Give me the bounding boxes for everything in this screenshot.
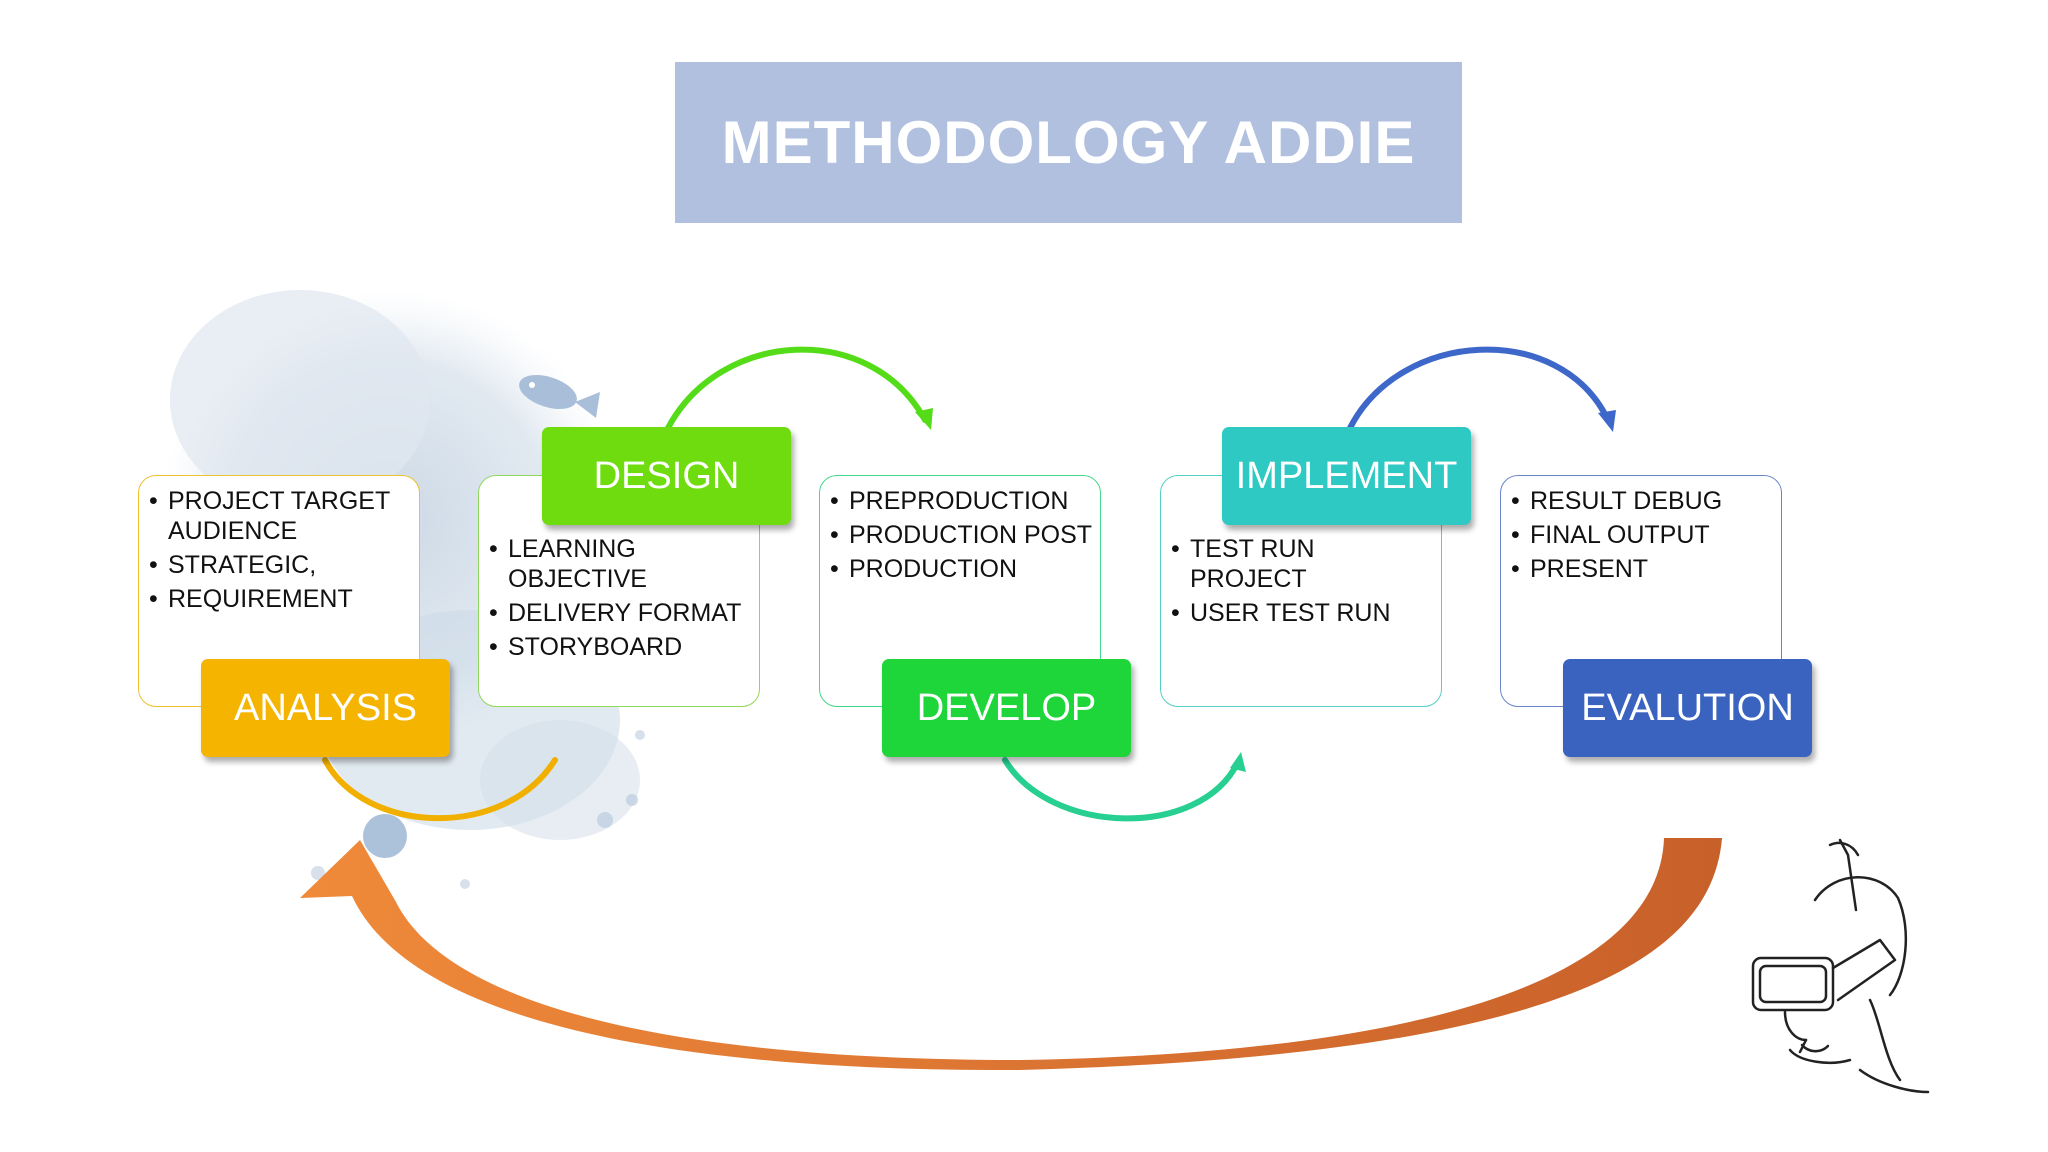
arc-analysis-design — [322, 757, 558, 822]
evalution-list: RESULT DEBUG FINAL OUTPUT PRESENT — [1511, 486, 1775, 588]
list-item: LEARNING OBJECTIVE — [489, 534, 753, 594]
arc-implement-evalution-arrowhead — [1598, 410, 1616, 432]
return-arrow — [300, 838, 1722, 1071]
list-item: STORYBOARD — [489, 632, 753, 662]
list-item: USER TEST RUN — [1171, 598, 1435, 628]
list-item: PRODUCTION — [830, 554, 1094, 584]
list-item: PREPRODUCTION — [830, 486, 1094, 516]
arc-design-develop-arrowhead — [915, 408, 933, 430]
list-item: REQUIREMENT — [149, 584, 413, 614]
vr-person-illustration — [1751, 838, 1930, 1094]
arc-implement-evalution — [1347, 346, 1611, 431]
arc-develop-implement-arrowhead — [1230, 752, 1246, 772]
list-item: PRESENT — [1511, 554, 1775, 584]
list-item: PROJECT TARGET AUDIENCE — [149, 486, 413, 546]
fish-illustration — [519, 374, 600, 418]
design-label: DESIGN — [542, 427, 791, 525]
develop-list: PREPRODUCTION PRODUCTION POST PRODUCTION — [830, 486, 1094, 588]
design-list: LEARNING OBJECTIVE DELIVERY FORMAT STORY… — [489, 534, 753, 666]
implement-list: TEST RUN PROJECT USER TEST RUN — [1171, 534, 1435, 632]
analysis-list: PROJECT TARGET AUDIENCE STRATEGIC, REQUI… — [149, 486, 413, 618]
evalution-label: EVALUTION — [1563, 659, 1812, 757]
connector-arcs — [322, 346, 1616, 822]
page-title: METHODOLOGY ADDIE — [721, 109, 1416, 176]
develop-label: DEVELOP — [882, 659, 1131, 757]
list-item: DELIVERY FORMAT — [489, 598, 753, 628]
list-item: STRATEGIC, — [149, 550, 413, 580]
arc-develop-implement — [1002, 757, 1241, 822]
list-item: FINAL OUTPUT — [1511, 520, 1775, 550]
title-banner: METHODOLOGY ADDIE — [675, 62, 1462, 223]
implement-label: IMPLEMENT — [1222, 427, 1471, 525]
arc-design-develop — [665, 346, 928, 431]
list-item: RESULT DEBUG — [1511, 486, 1775, 516]
analysis-label: ANALYSIS — [201, 659, 450, 757]
list-item: PRODUCTION POST — [830, 520, 1094, 550]
list-item: TEST RUN PROJECT — [1171, 534, 1435, 594]
